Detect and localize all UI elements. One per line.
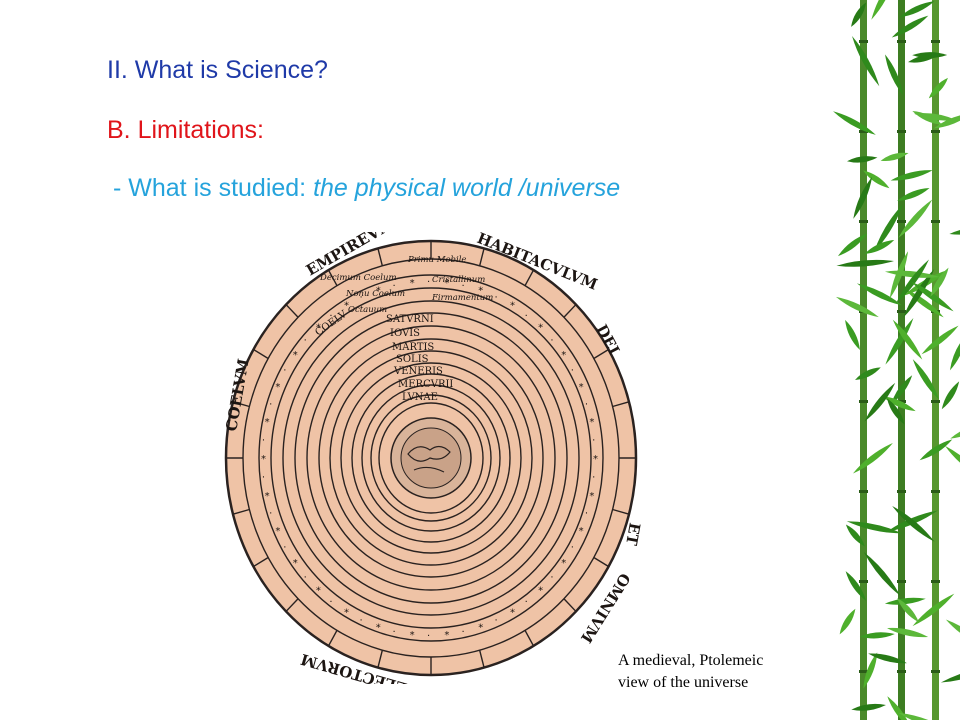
- slide-title: II. What is Science?: [107, 56, 328, 84]
- outer-word-et: ET: [622, 521, 644, 547]
- svg-text:·: ·: [550, 572, 553, 583]
- svg-text:*: *: [265, 417, 270, 428]
- svg-text:·: ·: [359, 292, 362, 303]
- svg-text:·: ·: [283, 366, 286, 377]
- svg-text:·: ·: [585, 509, 588, 520]
- diagram-caption: A medieval, Ptolemeic view of the univer…: [618, 650, 818, 694]
- svg-text:·: ·: [262, 435, 265, 446]
- sphere-label-cristallinum: Cristallinum: [432, 275, 485, 285]
- svg-text:*: *: [293, 350, 298, 361]
- slide-subtitle: B. Limitations:: [107, 116, 265, 144]
- svg-text:*: *: [589, 417, 594, 428]
- bamboo-decoration: [820, 0, 960, 720]
- svg-text:·: ·: [525, 311, 528, 322]
- svg-text:*: *: [510, 301, 515, 312]
- svg-text:·: ·: [495, 292, 498, 303]
- sphere-label-nonum-coelum: Nonu Coelum: [345, 289, 405, 299]
- svg-text:·: ·: [585, 399, 588, 410]
- svg-text:*: *: [410, 630, 415, 641]
- svg-text:*: *: [410, 278, 415, 289]
- svg-text:·: ·: [462, 281, 465, 292]
- sphere-label-veneris: VENERIS: [393, 366, 443, 377]
- svg-text:·: ·: [427, 631, 430, 642]
- svg-text:*: *: [538, 322, 543, 333]
- caption-line-1: A medieval, Ptolemeic: [618, 652, 764, 669]
- svg-text:·: ·: [304, 336, 307, 347]
- svg-text:*: *: [316, 322, 321, 333]
- svg-text:·: ·: [329, 311, 332, 322]
- svg-text:*: *: [344, 607, 349, 618]
- svg-text:·: ·: [462, 627, 465, 638]
- svg-text:·: ·: [392, 281, 395, 292]
- sphere-label-mercurii: MERCVRII: [398, 379, 453, 390]
- svg-text:·: ·: [550, 336, 553, 347]
- ptolemaic-universe-diagram: EMPIREVM HABITACVLVM DEI ET OMNIVM ELECT…: [222, 232, 644, 684]
- bullet-prefix: - What is studied:: [113, 174, 314, 202]
- svg-text:*: *: [478, 286, 483, 297]
- svg-text:·: ·: [571, 366, 574, 377]
- svg-text:·: ·: [525, 597, 528, 608]
- svg-text:*: *: [275, 382, 280, 393]
- svg-text:·: ·: [329, 597, 332, 608]
- svg-text:*: *: [344, 301, 349, 312]
- svg-text:*: *: [579, 526, 584, 537]
- sphere-label-martis: MARTIS: [392, 342, 434, 353]
- svg-text:·: ·: [495, 616, 498, 627]
- svg-text:·: ·: [269, 399, 272, 410]
- svg-text:*: *: [376, 622, 381, 633]
- svg-text:·: ·: [283, 543, 286, 554]
- svg-text:*: *: [444, 630, 449, 641]
- svg-text:·: ·: [392, 627, 395, 638]
- svg-text:*: *: [265, 491, 270, 502]
- bullet-italic: the physical world /universe: [313, 174, 621, 202]
- svg-text:*: *: [561, 350, 566, 361]
- svg-text:*: *: [579, 382, 584, 393]
- svg-text:*: *: [478, 622, 483, 633]
- svg-text:·: ·: [304, 572, 307, 583]
- svg-text:*: *: [316, 586, 321, 597]
- sphere-label-primum-mobile: Primu Mobile: [407, 255, 466, 265]
- svg-text:·: ·: [262, 473, 265, 484]
- svg-text:*: *: [376, 286, 381, 297]
- svg-text:*: *: [275, 526, 280, 537]
- svg-text:·: ·: [269, 509, 272, 520]
- svg-text:*: *: [561, 558, 566, 569]
- svg-text:·: ·: [571, 543, 574, 554]
- svg-text:·: ·: [359, 616, 362, 627]
- svg-text:*: *: [444, 278, 449, 289]
- caption-line-2: view of the universe: [618, 674, 749, 691]
- svg-text:*: *: [593, 454, 598, 465]
- sphere-label-firmamentum: Firmamentum: [431, 293, 493, 303]
- svg-text:·: ·: [427, 277, 430, 288]
- svg-text:·: ·: [592, 435, 595, 446]
- svg-text:*: *: [293, 558, 298, 569]
- svg-text:*: *: [589, 491, 594, 502]
- svg-text:*: *: [510, 607, 515, 618]
- bullet-point: - What is studied: the physical world /u…: [113, 174, 620, 203]
- svg-text:*: *: [261, 454, 266, 465]
- sphere-label-solis: SOLIS: [396, 354, 429, 365]
- sphere-label-decimum-coelum: Decimum Coelum: [319, 273, 397, 283]
- sphere-label-lunae: LVNAE: [402, 392, 438, 403]
- svg-text:*: *: [538, 586, 543, 597]
- sphere-label-iovis: IOVIS: [390, 328, 420, 339]
- sphere-label-saturni: SATVRNI: [386, 314, 434, 325]
- svg-text:·: ·: [592, 473, 595, 484]
- sphere-label-octauum: Octauum: [348, 305, 387, 315]
